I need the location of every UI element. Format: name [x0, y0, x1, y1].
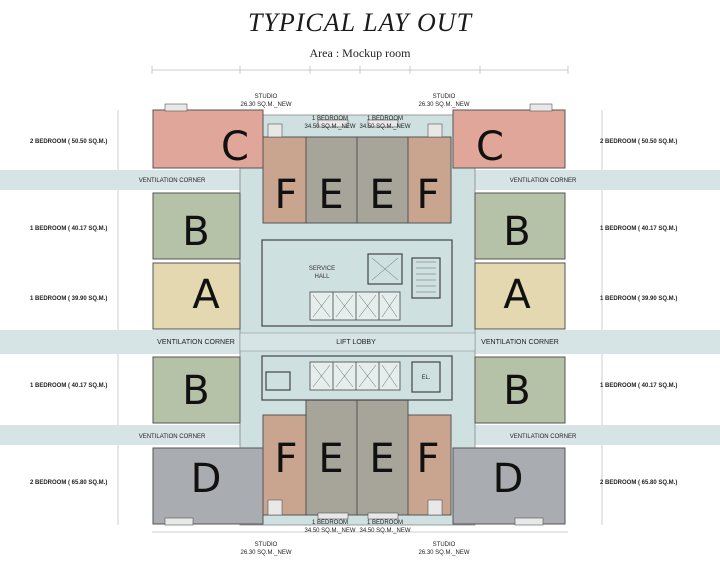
unit-d-left: [152, 447, 264, 525]
unit-e-bottom-left-letter: E: [318, 436, 343, 482]
label-right-1bed-39: 1 BEDROOM ( 39.90 SQ.M.): [600, 296, 677, 302]
label-right-2bed-50: 2 BEDROOM ( 50.50 SQ.M.): [600, 139, 677, 145]
label-left-2bed-50: 2 BEDROOM ( 50.50 SQ.M.): [30, 139, 107, 145]
unit-e-bottom-left: [305, 399, 358, 516]
label-top-1bed-right: 1 BEDROOM: [367, 116, 403, 122]
label-top-studio-right: STUDIO: [433, 94, 456, 100]
lift-lobby: [239, 332, 476, 352]
label-bottom-studio-right-area: 26.30 SQ.M._NEW: [418, 550, 469, 556]
unit-b-left-bottom-letter: B: [182, 368, 209, 414]
ventilation-label-mid-right: VENTILATION CORNER: [481, 339, 559, 346]
balconies: [164, 103, 553, 526]
unit-b-left-top-letter: B: [182, 209, 209, 255]
unit-f-top-right-letter: F: [416, 172, 439, 218]
label-bottom-1bed-left-area: 34.50 SQ.M._NEW: [304, 528, 355, 534]
service-hall-label-2: HALL: [314, 274, 330, 280]
label-left-1bed-40-bottom: 1 BEDROOM ( 40.17 SQ.M.): [30, 383, 107, 389]
label-right-1bed-40-top: 1 BEDROOM ( 40.17 SQ.M.): [600, 226, 677, 232]
unit-b-right-bottom-letter: B: [503, 368, 530, 414]
unit-c-left: [152, 109, 264, 169]
unit-b-left-top: [152, 192, 241, 260]
unit-d-left-letter: D: [191, 456, 222, 502]
label-top-studio-left: STUDIO: [255, 94, 278, 100]
unit-a-right: [474, 262, 566, 330]
label-top-1bed-right-area: 34.50 SQ.M._NEW: [359, 124, 410, 130]
label-right-2bed-65: 2 BEDROOM ( 65.80 SQ.M.): [600, 480, 677, 486]
unit-c-right-letter: C: [476, 124, 504, 170]
ventilation-label-bottom-right: VENTILATION CORNER: [510, 434, 577, 440]
unit-e-top-right-letter: E: [369, 172, 394, 218]
unit-a-left: [152, 262, 241, 330]
label-bottom-studio-left-area: 26.30 SQ.M._NEW: [240, 550, 291, 556]
unit-f-top-right: [407, 136, 452, 224]
stairs: [371, 257, 436, 293]
label-left-1bed-39: 1 BEDROOM ( 39.90 SQ.M.): [30, 296, 107, 302]
unit-f-bottom-right-letter: F: [416, 436, 439, 482]
unit-c-left-letter: C: [221, 124, 249, 170]
unit-f-bottom-left-letter: F: [274, 436, 297, 482]
lift-shafts: [309, 291, 401, 391]
label-bottom-1bed-right-area: 34.50 SQ.M._NEW: [359, 528, 410, 534]
ventilation-label-top-left: VENTILATION CORNER: [139, 178, 206, 184]
page-subtitle: Area : Mockup room: [309, 46, 411, 60]
unit-e-top-left: [305, 136, 358, 224]
label-top-studio-right-area: 26.30 SQ.M._NEW: [418, 102, 469, 108]
lift-lobby-label: LIFT LOBBY: [336, 339, 376, 346]
label-bottom-1bed-right: 1 BEDROOM: [367, 520, 403, 526]
ventilation-label-bottom-left: VENTILATION CORNER: [139, 434, 206, 440]
unit-e-top-left-letter: E: [318, 172, 343, 218]
core-walls: [261, 239, 453, 401]
page-title: TYPICAL LAY OUT: [247, 8, 473, 37]
unit-b-right-top-letter: B: [503, 209, 530, 255]
label-top-1bed-left: 1 BEDROOM: [312, 116, 348, 122]
unit-f-top-left-letter: F: [274, 172, 297, 218]
unit-f-bottom-left: [262, 414, 307, 516]
label-bottom-studio-right: STUDIO: [433, 542, 456, 548]
unit-b-right-bottom: [474, 356, 566, 424]
label-bottom-1bed-left: 1 BEDROOM: [312, 520, 348, 526]
unit-c-right: [452, 109, 566, 169]
label-left-1bed-40-top: 1 BEDROOM ( 40.17 SQ.M.): [30, 226, 107, 232]
unit-a-left-letter: A: [192, 272, 220, 318]
ventilation-label-top-right: VENTILATION CORNER: [510, 178, 577, 184]
label-bottom-studio-left: STUDIO: [255, 542, 278, 548]
unit-e-bottom-right-letter: E: [369, 436, 394, 482]
label-left-2bed-65: 2 BEDROOM ( 65.80 SQ.M.): [30, 480, 107, 486]
unit-b-left-bottom: [152, 356, 241, 424]
unit-a-right-letter: A: [503, 272, 531, 318]
el-label: EL.: [421, 375, 430, 381]
label-top-1bed-left-area: 34.50 SQ.M._NEW: [304, 124, 355, 130]
unit-d-right: [452, 447, 566, 525]
label-right-1bed-40-bottom: 1 BEDROOM ( 40.17 SQ.M.): [600, 383, 677, 389]
label-top-studio-left-area: 26.30 SQ.M._NEW: [240, 102, 291, 108]
ventilation-label-mid-left: VENTILATION CORNER: [157, 339, 235, 346]
unit-f-bottom-right: [407, 414, 452, 516]
unit-b-right-top: [474, 192, 566, 260]
service-hall-label: SERVICE: [309, 266, 335, 272]
unit-d-right-letter: D: [493, 456, 524, 502]
unit-e-top-right: [356, 136, 409, 224]
lift-crosses: [312, 294, 398, 388]
